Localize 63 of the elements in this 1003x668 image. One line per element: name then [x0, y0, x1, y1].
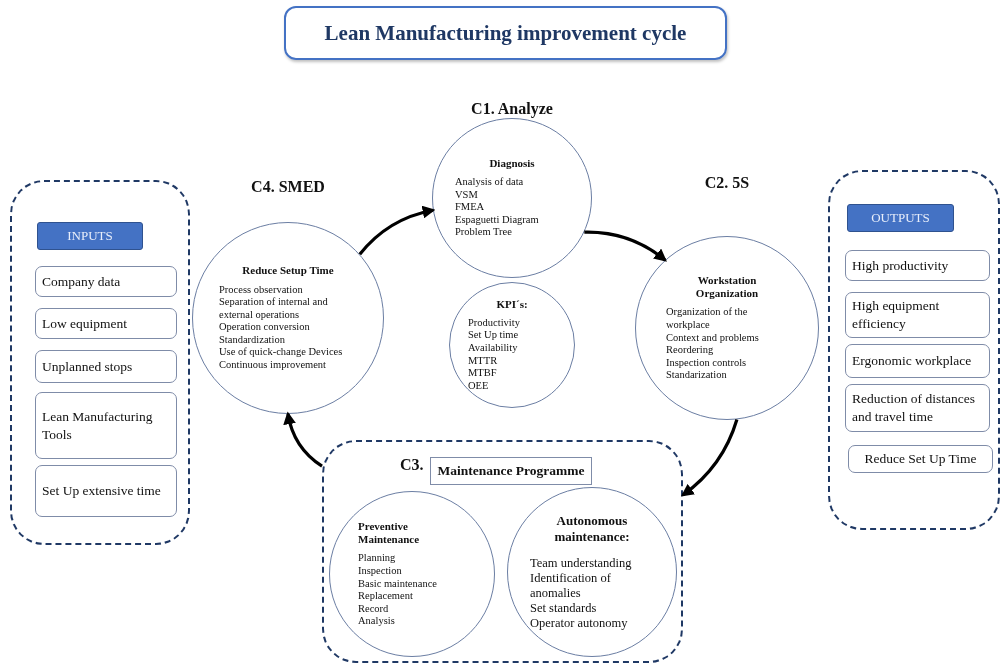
circle-title: Diagnosis — [488, 156, 536, 171]
step-number: C3. — [400, 456, 424, 474]
list-item: Replacement — [358, 590, 413, 603]
list-item: Analysis — [358, 615, 395, 628]
list-item: Context and problems — [666, 331, 759, 345]
section-title-box: Maintenance Programme — [430, 457, 592, 485]
list-item: Operation conversion — [219, 321, 310, 334]
list-box: Lean Manufacturing Tools — [35, 392, 177, 459]
list-item: MTBF — [468, 367, 497, 380]
curved-arrow — [584, 230, 667, 262]
list-item: Standardization — [219, 333, 285, 347]
step-heading: C1. Analyze — [471, 100, 553, 118]
circle-title: Reduce Setup Time — [241, 264, 335, 278]
curved-arrow — [680, 419, 739, 497]
title-box: Lean Manufacturing improvement cycle — [284, 6, 727, 60]
list-box: Company data — [35, 266, 177, 297]
dashed-frame — [828, 170, 1000, 530]
list-box: Reduce Set Up Time — [848, 445, 993, 473]
list-item: FMEA — [455, 201, 485, 214]
list-item: Use of quick-change Devices — [219, 346, 343, 360]
list-item: Team understanding — [530, 556, 632, 572]
circle-title: Workstation Organization — [694, 274, 760, 301]
list-item: Continuous improvement — [219, 359, 327, 372]
list-box: Reduction of distances and travel time — [845, 384, 990, 432]
list-box: Low equipment — [35, 308, 177, 339]
list-item: Reordering — [666, 344, 714, 357]
list-box: Ergonomic workplace — [845, 344, 990, 378]
list-item: VSM — [455, 188, 478, 202]
list-item: Set standards — [530, 601, 597, 617]
list-item: Productivity — [468, 316, 520, 330]
list-item: Availability — [468, 342, 518, 355]
curved-arrow — [283, 411, 323, 468]
list-item: Inspection controls — [666, 356, 747, 370]
section-header: OUTPUTS — [847, 204, 954, 232]
list-item: Organization of the workplace — [666, 306, 749, 332]
curved-arrow — [358, 206, 436, 256]
list-item: OEE — [468, 379, 489, 393]
list-item: Identification of anomalies — [530, 571, 612, 602]
section-header: INPUTS — [37, 222, 143, 250]
list-item: MTTR — [468, 354, 498, 368]
dashed-group-frame — [322, 440, 683, 663]
list-item: Planning — [358, 552, 396, 565]
dashed-frame — [10, 180, 190, 545]
list-item: Separation of internal and external operations — [219, 296, 329, 322]
list-box: Set Up extensive time — [35, 465, 177, 517]
list-item: Record — [358, 602, 389, 616]
list-item: Inspection — [358, 565, 402, 578]
list-item: Analysis of data — [455, 176, 524, 189]
list-item: Espaguetti Diagram — [455, 213, 539, 227]
step-heading: C2. 5S — [704, 174, 750, 192]
list-item: Operator autonomy — [530, 616, 628, 632]
list-item: Set Up time — [468, 329, 519, 342]
list-item: Problem Tree — [455, 226, 512, 240]
circle-title: Preventive Maintenance — [358, 520, 421, 547]
circle-title: Autonomous maintenance: — [553, 512, 631, 545]
list-box: Unplanned stops — [35, 350, 177, 383]
list-box: High equipment efficiency — [845, 292, 990, 338]
circle-title: KPI´s: — [495, 297, 529, 311]
list-item: Basic maintenance — [358, 577, 437, 591]
list-box: High productivity — [845, 250, 990, 281]
list-item: Process observation — [219, 283, 303, 297]
list-item: Standarization — [666, 369, 727, 382]
step-heading: C4. SMED — [251, 178, 325, 196]
